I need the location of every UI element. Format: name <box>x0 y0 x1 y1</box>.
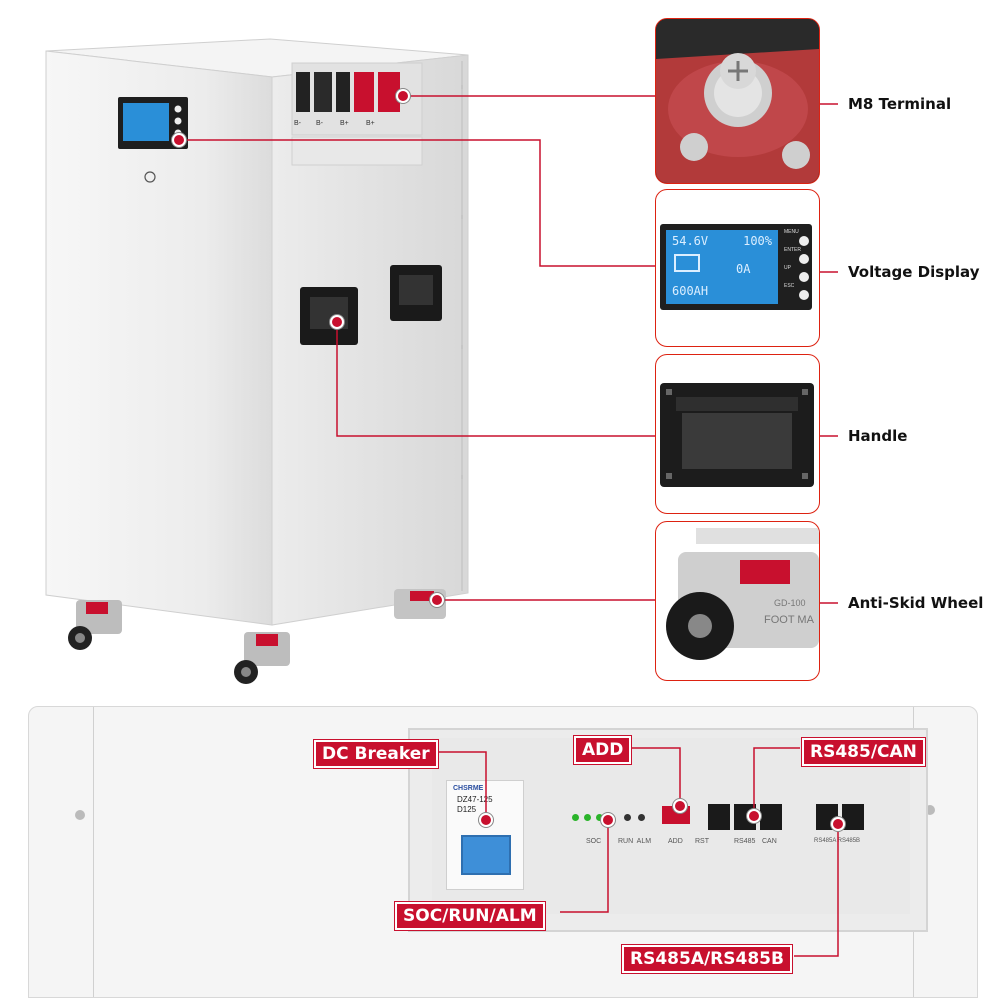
label-run-alm-small: RUN ALM <box>618 838 652 845</box>
callout-dot-terminal <box>396 89 410 103</box>
callout-dot-rs485can <box>747 809 761 823</box>
breaker-rating: D125 <box>457 805 477 814</box>
callout-dot-wheel <box>430 593 444 607</box>
callout-lines-bottom <box>438 747 839 957</box>
callout-dot-breaker <box>479 813 493 827</box>
callout-dot-display <box>172 133 186 147</box>
wheel-front-right <box>234 632 290 684</box>
label-dc-breaker: DC Breaker <box>314 740 438 768</box>
display-button-enter[interactable]: ENTER <box>784 247 801 253</box>
rs485b-port[interactable] <box>842 804 864 830</box>
terminal-label: B- <box>316 120 323 127</box>
terminal-label: B+ <box>366 120 375 127</box>
display-button-up[interactable]: UP <box>784 265 791 271</box>
label-soc-small: SOC <box>586 838 602 845</box>
breaker-brand: CHSRME <box>453 785 484 792</box>
lcd-percent: 100% <box>743 234 772 248</box>
display-button-menu[interactable]: MENU <box>784 229 799 235</box>
label-m8-terminal: M8 Terminal <box>848 95 952 113</box>
breaker-switch[interactable] <box>461 835 511 875</box>
handle-right <box>390 265 442 321</box>
label-rs485a-rs485b: RS485A/RS485B <box>622 945 792 973</box>
wheel-brand-text: GD-100 <box>774 598 806 608</box>
card-m8-terminal <box>655 18 820 184</box>
display-button-esc[interactable]: ESC <box>784 283 795 289</box>
label-anti-skid-wheel: Anti-Skid Wheel <box>848 594 984 612</box>
battery-cabinet <box>45 38 469 626</box>
card-anti-skid-wheel: GD-100 FOOT MA <box>655 521 820 681</box>
wheel-front-left <box>68 600 122 650</box>
label-rst-small: RST <box>695 838 709 845</box>
battery-icon <box>674 254 700 272</box>
wheel-foot-text: FOOT MA <box>764 614 814 626</box>
label-handle: Handle <box>848 427 908 445</box>
lcd-voltage: 54.6V <box>672 234 709 248</box>
card-voltage-display: 54.6V 100% 0A 600AH MENU ENTER UP ESC <box>655 189 820 347</box>
card-handle <box>655 354 820 514</box>
terminal-posts <box>296 72 406 118</box>
callout-dot-rs485ab <box>831 817 845 831</box>
lcd-current: 0A <box>736 262 751 276</box>
label-soc-run-alm: SOC/RUN/ALM <box>395 902 545 930</box>
dc-breaker[interactable]: CHSRME DZ47-125 D125 <box>446 780 524 890</box>
callout-dot-handle <box>330 315 344 329</box>
terminal-label: B- <box>294 120 301 127</box>
callout-dot-add <box>673 799 687 813</box>
callout-lines-top <box>180 95 838 604</box>
terminal-label: B+ <box>340 120 349 127</box>
label-add: ADD <box>574 736 632 764</box>
label-voltage-display: Voltage Display <box>848 263 980 281</box>
label-rs485-can: RS485/CAN <box>802 738 925 766</box>
label-rs485ab-small: RS485A RS485B <box>814 838 861 844</box>
lcd-screen: 54.6V 100% 0A 600AH <box>666 230 778 304</box>
can-port-right[interactable] <box>760 804 782 830</box>
label-add-small: ADD <box>668 838 683 845</box>
label-rs485-small: RS485 <box>734 838 756 845</box>
rs485-port[interactable] <box>708 804 730 830</box>
label-can-small: CAN <box>762 838 777 845</box>
lcd-capacity: 600AH <box>672 284 709 298</box>
breaker-model: DZ47-125 <box>457 795 493 804</box>
callout-dot-soc <box>601 813 615 827</box>
